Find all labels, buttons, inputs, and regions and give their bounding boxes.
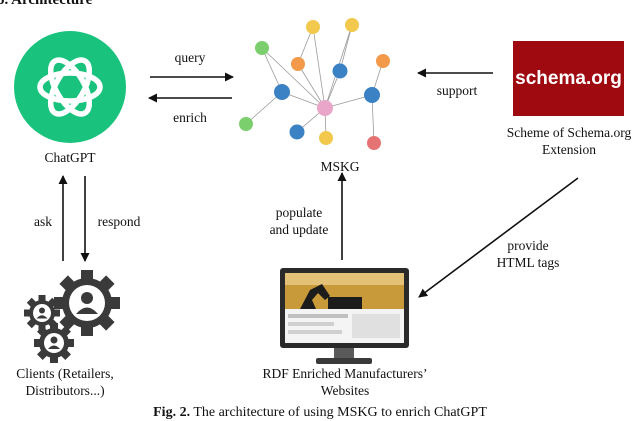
schema-label-line1: Scheme of Schema.org xyxy=(506,125,632,140)
section-heading: 5. Architecture xyxy=(0,0,93,8)
schema-label-line2: Extension xyxy=(542,142,596,157)
website-monitor-icon xyxy=(280,268,409,364)
chatgpt-logo-icon xyxy=(14,31,126,143)
edge-label-respond: respond xyxy=(97,214,141,229)
clients-gears-icon xyxy=(24,270,120,363)
chatgpt-label: ChatGPT xyxy=(44,150,96,165)
edge-label-enrich: enrich xyxy=(173,110,207,125)
edge-label-populate-line1: populate xyxy=(275,205,323,220)
edge-label-populate-line2: and update xyxy=(269,222,329,237)
schema-org-logo: schema.org xyxy=(513,41,624,116)
edge-label-provide-line2: HTML tags xyxy=(496,255,560,270)
schema-org-logo-text: schema.org xyxy=(515,68,622,89)
websites-label-line1: RDF Enriched Manufacturers’ xyxy=(262,366,428,381)
edge-label-ask: ask xyxy=(34,214,52,229)
mskg-graph-icon xyxy=(239,18,390,150)
edge-label-query: query xyxy=(174,50,206,65)
edge-label-provide-line1: provide xyxy=(507,238,549,253)
websites-label-line2: Websites xyxy=(320,383,370,398)
figure-caption-prefix: Fig. 2. xyxy=(153,405,191,420)
edge-label-support: support xyxy=(436,83,478,98)
clients-label-line1: Clients (Retailers, xyxy=(16,366,114,381)
figure-caption-text: The architecture of using MSKG to enrich… xyxy=(193,405,487,420)
figure-caption: Fig. 2. The architecture of using MSKG t… xyxy=(0,405,640,421)
mskg-label: MSKG xyxy=(320,159,360,174)
clients-label-line2: Distributors...) xyxy=(25,383,105,398)
